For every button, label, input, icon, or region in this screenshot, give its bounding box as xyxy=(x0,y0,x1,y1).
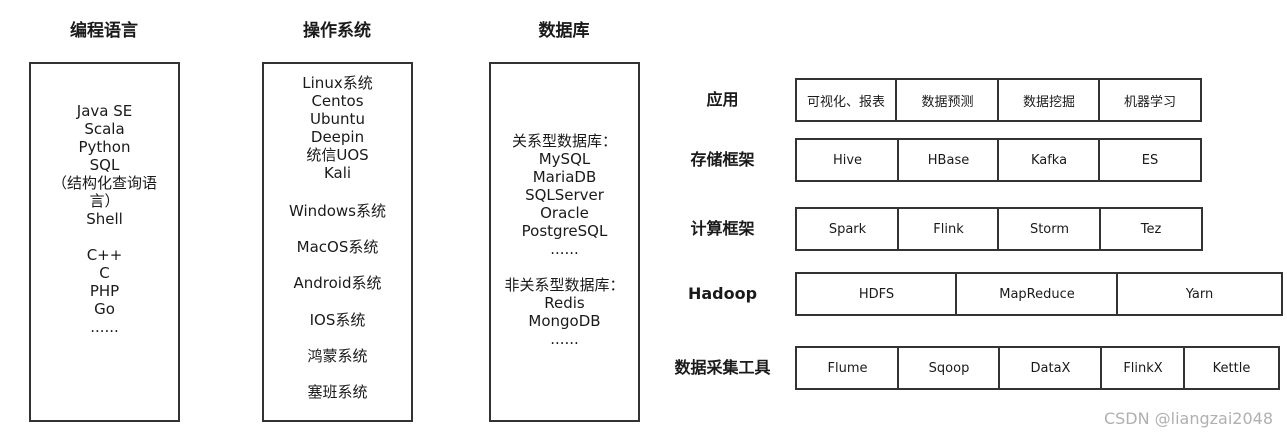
database-item: ...... xyxy=(550,240,579,258)
language-item: Java SE xyxy=(76,102,133,120)
database-item: MySQL xyxy=(538,150,591,168)
watermark: CSDN @liangzai2048 xyxy=(1103,409,1273,428)
language-item: （结构化查询语 xyxy=(51,174,157,192)
heading-operating-systems: 操作系统 xyxy=(303,21,371,41)
stack-cell: 数据预测 xyxy=(895,78,1000,122)
language-item: 言） xyxy=(89,192,120,210)
language-item: SQL xyxy=(89,156,120,174)
stack-cell: FlinkX xyxy=(1100,346,1186,390)
stack-cell: Storm xyxy=(997,207,1102,251)
stack-row-label: 计算框架 xyxy=(690,219,755,238)
os-group-macos: MacOS系统 xyxy=(296,238,379,256)
stack-cell: 数据挖掘 xyxy=(997,78,1101,122)
os-group-ios: IOS系统 xyxy=(309,311,366,329)
database-item: 关系型数据库： xyxy=(511,132,617,150)
stack-cell: MapReduce xyxy=(955,272,1119,316)
stack-cell: Spark xyxy=(795,207,900,251)
database-item: Redis xyxy=(544,294,585,312)
language-item: PHP xyxy=(89,282,120,300)
language-item xyxy=(31,228,178,246)
heading-programming-languages: 编程语言 xyxy=(70,21,138,41)
stack-cell: Yarn xyxy=(1116,272,1283,316)
language-item: Go xyxy=(94,300,115,318)
os-group-android: Android系统 xyxy=(293,274,382,292)
os-group-harmony: 鸿蒙系统 xyxy=(307,347,368,365)
os-group-linux: Linux系统 Centos Ubuntu Deepin 统信UOS Kali xyxy=(302,74,373,182)
database-item: Oracle xyxy=(540,204,589,222)
stack-cell: Hive xyxy=(795,138,900,182)
stack-cell: Flume xyxy=(795,346,900,390)
stack-row-label: 应用 xyxy=(706,90,739,109)
os-group-symbian: 塞班系统 xyxy=(307,383,368,401)
language-item: C xyxy=(99,264,110,282)
language-item: C++ xyxy=(86,246,123,264)
database-item: PostgreSQL xyxy=(521,222,608,240)
language-item: Shell xyxy=(86,210,123,228)
stack-cell: Flink xyxy=(897,207,1000,251)
stack-cell: ES xyxy=(1098,138,1202,182)
operating-systems-box: Linux系统 Centos Ubuntu Deepin 统信UOS Kali … xyxy=(262,62,413,422)
stack-cell: 机器学习 xyxy=(1098,78,1202,122)
stack-cell: DataX xyxy=(998,346,1103,390)
database-item: SQLServer xyxy=(525,186,604,204)
stack-cell: Kafka xyxy=(997,138,1101,182)
stack-row-label: Hadoop xyxy=(687,284,758,303)
stack-cell: Tez xyxy=(1099,207,1203,251)
database-item: MongoDB xyxy=(528,312,601,330)
stack-cell: Kettle xyxy=(1183,346,1280,390)
language-item: Scala xyxy=(84,120,125,138)
database-item: MariaDB xyxy=(532,168,597,186)
stack-cell: HBase xyxy=(897,138,1000,182)
language-item: ...... xyxy=(90,318,119,336)
heading-databases: 数据库 xyxy=(538,21,590,41)
database-item xyxy=(491,258,638,276)
stack-cell: HDFS xyxy=(795,272,958,316)
database-item: 非关系型数据库： xyxy=(504,276,625,294)
stack-row-label: 数据采集工具 xyxy=(674,358,771,377)
language-item: Python xyxy=(78,138,131,156)
database-item: ...... xyxy=(550,330,579,348)
stack-cell: 可视化、报表 xyxy=(795,78,897,122)
os-group-windows: Windows系统 xyxy=(289,202,386,220)
stack-cell: Sqoop xyxy=(897,346,1001,390)
stack-row-label: 存储框架 xyxy=(690,150,755,169)
